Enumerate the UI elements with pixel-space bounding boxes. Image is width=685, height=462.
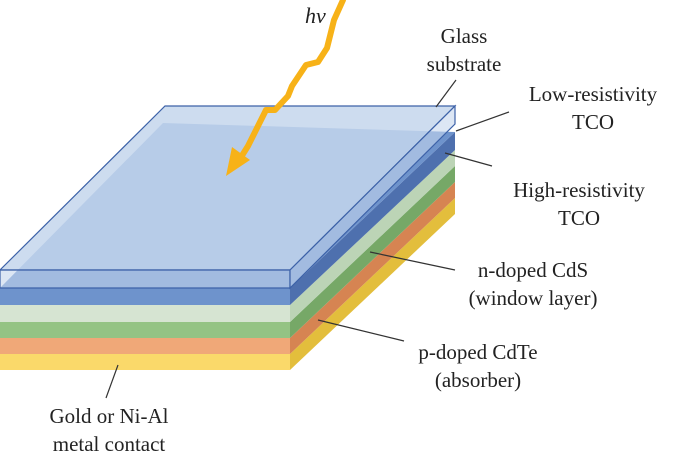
- label-low-tco-line1: Low-resistivity: [528, 82, 658, 106]
- label-cdte-line2: (absorber): [434, 368, 522, 392]
- label-cds-line1: n-doped CdS: [477, 258, 589, 282]
- label-low-tco-line2: TCO: [572, 110, 614, 134]
- label-cdte-line1: p-doped CdTe: [418, 340, 538, 364]
- light-arrow-icon: [226, 0, 346, 176]
- label-contact-line2: metal contact: [52, 432, 166, 456]
- layer-metal-contact: [0, 198, 455, 370]
- label-cds-line2: (window layer): [468, 286, 598, 310]
- label-cds-window: n-doped CdS (window layer): [453, 256, 613, 312]
- label-high-tco-line1: High-resistivity: [513, 178, 645, 202]
- label-low-resistivity-tco: Low-resistivity TCO: [508, 80, 678, 136]
- light-symbol: hν: [305, 2, 326, 30]
- label-glass-substrate: Glass substrate: [412, 22, 516, 78]
- label-high-tco-line2: TCO: [558, 206, 600, 230]
- leader-high-tco: [444, 152, 493, 167]
- label-glass-line1: Glass: [440, 24, 488, 48]
- label-cdte-absorber: p-doped CdTe (absorber): [400, 338, 556, 394]
- leader-contact: [105, 364, 119, 399]
- label-contact-line1: Gold or Ni-Al: [49, 404, 169, 428]
- leader-lines: [105, 79, 510, 399]
- label-high-resistivity-tco: High-resistivity TCO: [490, 176, 668, 232]
- leader-cdte: [317, 319, 405, 342]
- label-glass-line2: substrate: [426, 52, 502, 76]
- leader-low-tco: [455, 111, 510, 132]
- leader-cds: [369, 251, 456, 271]
- label-metal-contact: Gold or Ni-Al metal contact: [34, 402, 184, 458]
- layer-glass-substrate: [0, 104, 457, 290]
- layer-high-resistivity-tco: [0, 150, 455, 322]
- leader-glass: [435, 79, 457, 108]
- light-symbol-text: hν: [305, 3, 326, 28]
- layer-cdte-absorber: [0, 182, 455, 354]
